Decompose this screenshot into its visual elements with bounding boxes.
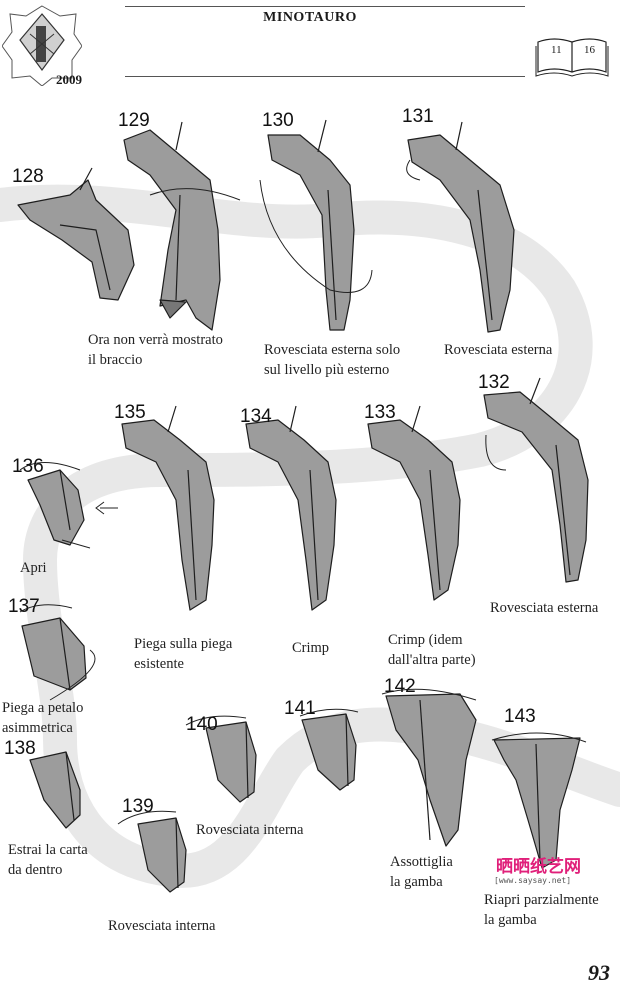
step-number-129: 129	[118, 110, 150, 131]
watermark-text: 晒晒纸艺网	[496, 857, 581, 877]
book-page-left: 11	[551, 44, 562, 56]
caption-136: Apri	[20, 560, 47, 576]
figure-141	[301, 713, 357, 791]
figure-140	[205, 721, 257, 803]
book-icon	[535, 38, 609, 77]
figure-139	[137, 817, 187, 893]
caption-131: Rovesciata esterna	[444, 342, 553, 358]
caption-143: Riapri parzialmente la gamba	[484, 892, 599, 928]
header-rule-top	[125, 6, 525, 7]
watermark-url: [www.saysay.net]	[494, 876, 572, 885]
step-number-139: 139	[122, 796, 154, 817]
step-number-132: 132	[478, 372, 510, 393]
figure-138	[29, 751, 81, 829]
caption-132: Rovesciata esterna	[490, 600, 599, 616]
caption-130: Rovesciata esterna solo sul livello più …	[264, 342, 401, 378]
caption-139: Rovesciata interna	[108, 918, 216, 934]
logo-origami-icon	[2, 5, 82, 86]
page-title: MINOTAURO	[263, 10, 357, 25]
step-number-140: 140	[186, 714, 218, 735]
book-page-right: 16	[584, 44, 595, 56]
step-number-130: 130	[262, 110, 294, 131]
figure-131	[407, 121, 515, 333]
step-number-143: 143	[504, 706, 536, 727]
figure-128	[17, 167, 135, 301]
step-number-142: 142	[384, 676, 416, 697]
step-number-131: 131	[402, 106, 434, 127]
caption-135: Piega sulla piega esistente	[134, 636, 233, 672]
step-number-141: 141	[284, 698, 316, 719]
caption-137: Piega a petalo asimmetrica	[2, 700, 84, 736]
caption-129: Ora non verrà mostrato il braccio	[88, 332, 223, 368]
step-number-133: 133	[364, 402, 396, 423]
figure-136	[27, 469, 85, 546]
figure-143	[493, 737, 581, 869]
figure-134	[245, 405, 337, 611]
logo-year: 2009	[56, 72, 82, 87]
header-rule-bottom	[125, 76, 525, 77]
step-number-135: 135	[114, 402, 146, 423]
figure-132	[483, 377, 589, 583]
figure-130	[267, 119, 355, 331]
caption-133: Crimp (idem dall'altra parte)	[388, 632, 476, 668]
caption-142: Assottiglia la gamba	[390, 854, 453, 890]
step-number-136: 136	[12, 456, 44, 477]
caption-134: Crimp	[292, 640, 330, 656]
step-number-138: 138	[4, 738, 36, 759]
step-number-137: 137	[8, 596, 40, 617]
figure-137	[21, 617, 87, 691]
page-number: 93	[588, 960, 610, 985]
figure-129	[123, 121, 221, 331]
step-number-134: 134	[240, 406, 272, 427]
step-number-128: 128	[12, 166, 44, 187]
caption-140: Rovesciata interna	[196, 822, 304, 838]
caption-138: Estrai la carta da dentro	[8, 842, 88, 878]
figure-133	[367, 405, 461, 601]
figure-135	[121, 405, 215, 611]
watermark-logo: 晒晒纸艺网	[496, 852, 581, 877]
figure-142	[385, 693, 477, 847]
